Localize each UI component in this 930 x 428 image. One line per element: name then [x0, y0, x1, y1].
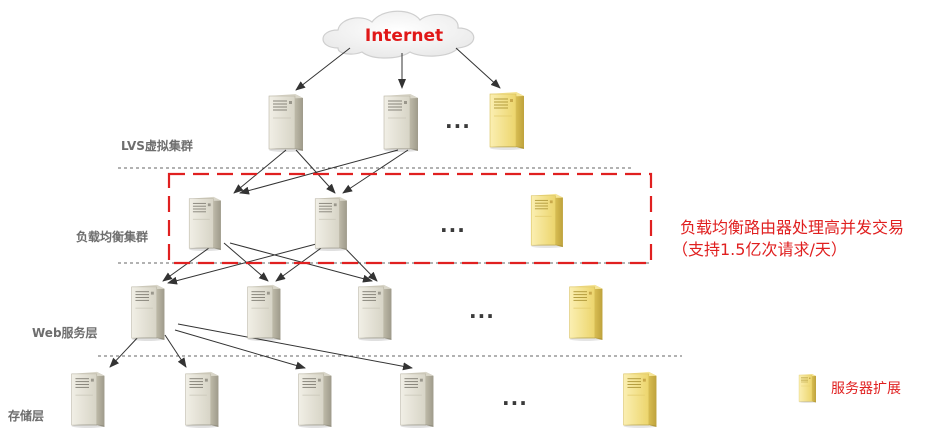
server-icon — [268, 93, 304, 152]
more-servers-ellipsis: ... — [440, 213, 466, 237]
server-icon — [383, 93, 419, 152]
arrow — [342, 149, 409, 194]
layer-label-storage: 存储层 — [7, 408, 44, 423]
cloud-icon — [322, 10, 475, 59]
arrow — [233, 149, 287, 194]
more-servers-ellipsis: ... — [502, 386, 528, 410]
layer-label-lb: 负载均衡集群 — [76, 229, 148, 244]
layer-label-lvs: LVS虚拟集群 — [121, 138, 193, 153]
layer-label-web: Web服务层 — [32, 325, 98, 340]
arrow — [239, 149, 399, 195]
arrow — [295, 149, 336, 194]
internet-label: Internet — [365, 26, 443, 46]
server-icon — [185, 371, 219, 428]
arrow — [177, 323, 413, 371]
arrow — [295, 47, 351, 91]
arrow — [174, 329, 306, 370]
connection-arrows — [109, 47, 501, 371]
legend-label: 服务器扩展 — [831, 381, 901, 397]
note-line1: 负载均衡路由器处理高并发交易 — [680, 218, 904, 237]
server-icon — [131, 284, 165, 341]
server-icon — [314, 196, 348, 251]
arrow — [167, 242, 321, 285]
more-servers-ellipsis: ... — [469, 299, 495, 323]
expansion-server-icon — [489, 91, 525, 150]
server-icon — [247, 284, 281, 341]
legend-expansion-server-icon — [798, 373, 817, 403]
server-icon — [358, 284, 392, 341]
arrow — [109, 334, 141, 368]
note-line2: （支持1.5亿次请求/天） — [672, 240, 847, 259]
server-icon — [298, 371, 332, 428]
expansion-server-icon — [623, 371, 657, 428]
arrow — [455, 47, 501, 89]
expansion-server-icon — [569, 284, 603, 341]
load-balancer-highlight-box — [167, 172, 653, 265]
expansion-server-icon — [530, 193, 564, 248]
server-icon — [188, 196, 222, 251]
arrow — [164, 334, 187, 368]
server-icon — [400, 371, 434, 428]
server-icon — [71, 371, 105, 428]
more-servers-ellipsis: ... — [445, 109, 471, 133]
